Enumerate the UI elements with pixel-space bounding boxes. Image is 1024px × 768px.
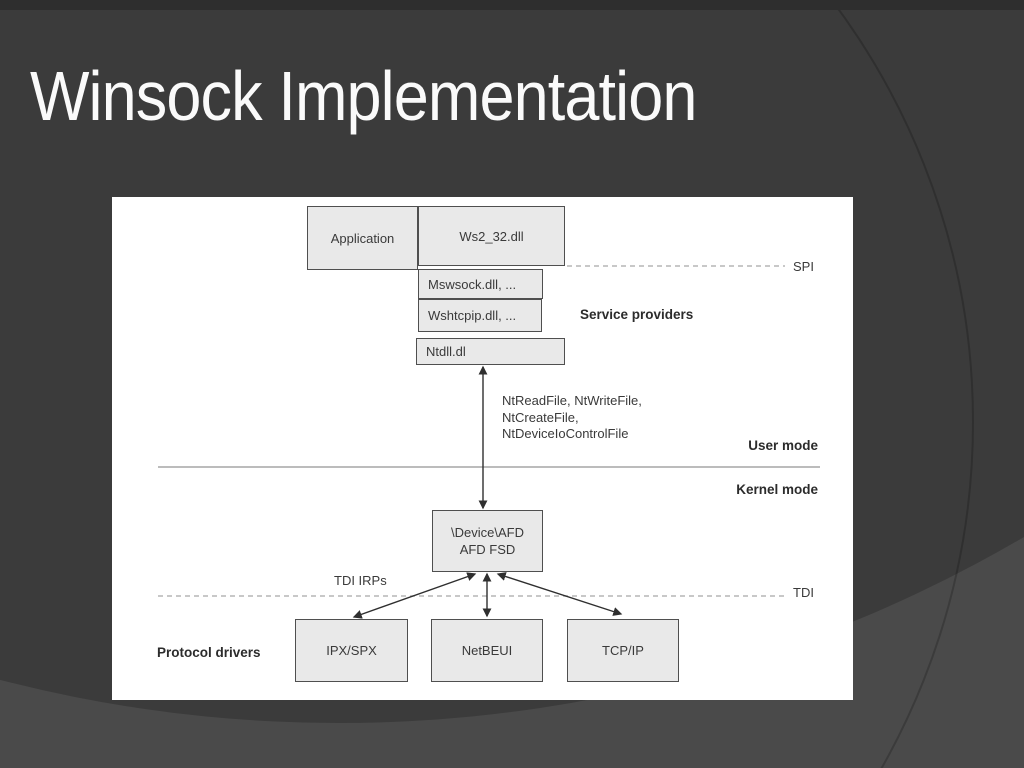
box-netbeui: NetBEUI [431, 619, 543, 682]
box-ws2-32-dll: Ws2_32.dll [418, 206, 565, 266]
spi-label: SPI [793, 259, 814, 274]
arrow-afd-tcpip [496, 572, 623, 616]
box-ipx-spx: IPX/SPX [295, 619, 408, 682]
arrow-afd-ipxspx [352, 572, 477, 619]
protocol-drivers-label: Protocol drivers [157, 645, 261, 660]
box-wshtcpip-dll: Wshtcpip.dll, ... [418, 299, 542, 332]
kernel-mode-label: Kernel mode [736, 482, 818, 497]
syscall-list: NtReadFile, NtWriteFile, NtCreateFile, N… [502, 393, 642, 443]
syscall-line-2: NtCreateFile, [502, 409, 579, 425]
box-tcp-ip: TCP/IP [567, 619, 679, 682]
diagram-panel: Application Ws2_32.dll Mswsock.dll, ... … [112, 197, 853, 700]
service-providers-label: Service providers [580, 307, 694, 322]
box-afd-device: \Device\AFD AFD FSD [432, 510, 543, 572]
slide-title: Winsock Implementation [30, 57, 697, 135]
tdi-label: TDI [793, 585, 814, 600]
syscall-line-3: NtDeviceIoControlFile [502, 426, 629, 441]
diagram-connectors [158, 250, 820, 619]
box-application: Application [307, 206, 418, 270]
top-edge-strip [0, 0, 1024, 10]
user-mode-label: User mode [748, 438, 818, 453]
tdi-irps-label: TDI IRPs [334, 573, 387, 588]
afd-device-path: \Device\AFD [451, 525, 524, 540]
background-arc-line [0, 0, 974, 768]
box-ntdll: Ntdll.dl [416, 338, 565, 365]
box-mswsock-dll: Mswsock.dll, ... [418, 269, 543, 299]
afd-fsd-label: AFD FSD [459, 542, 516, 557]
syscall-line-1: NtReadFile, NtWriteFile, [502, 393, 642, 408]
